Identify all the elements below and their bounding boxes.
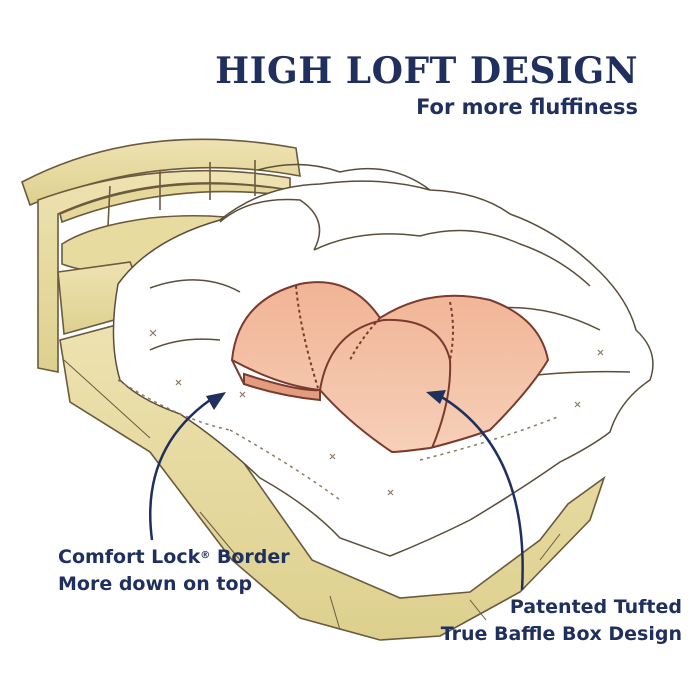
baffle-box-line1: Patented Tufted	[509, 596, 682, 618]
comfort-lock-line1: Comfort Lock® Border	[58, 544, 290, 571]
comfort-lock-callout: Comfort Lock® Border More down on top	[58, 544, 290, 598]
arrow-heads	[206, 390, 446, 410]
comfort-lock-prefix: Comfort Lock	[58, 546, 201, 568]
comfort-lock-suffix: Border	[210, 546, 290, 568]
comfort-lock-line2: More down on top	[58, 573, 253, 595]
callout-arrows	[148, 394, 524, 591]
page-subtitle: For more fluffiness	[416, 95, 638, 119]
baffle-box-line2: True Baffle Box Design	[440, 623, 682, 645]
page-title: HIGH LOFT DESIGN	[215, 50, 638, 92]
registered-mark: ®	[200, 550, 211, 561]
baffle-box-callout: Patented Tufted True Baffle Box Design	[441, 594, 682, 648]
